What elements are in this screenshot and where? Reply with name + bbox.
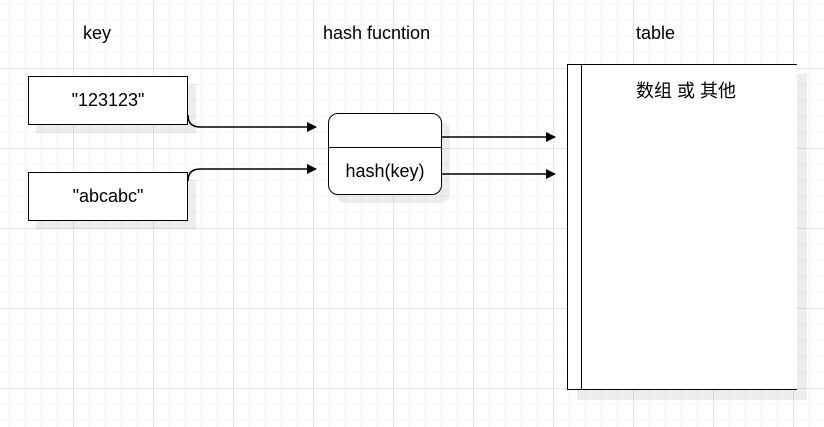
key-label: "abcabc" [72, 186, 144, 206]
hash-function-header-section [329, 114, 441, 148]
key-box-123123[interactable]: "123123" [28, 76, 188, 125]
key-label: "123123" [71, 90, 145, 110]
hash-function-body: hash(key) [345, 160, 425, 181]
edge-key2-to-hash [187, 164, 317, 182]
key-header: key [83, 23, 112, 43]
key-box-abcabc[interactable]: "abcabc" [28, 172, 188, 221]
hash-function-box[interactable]: hash(key) [328, 113, 442, 195]
table-box[interactable]: 数组 或 其他 [567, 64, 797, 390]
table-header: table [636, 23, 676, 43]
table-content: 数组 或 其他 [636, 81, 737, 101]
edge-key1-to-hash [187, 114, 317, 132]
hash-function-header: hash fucntion [323, 23, 431, 43]
table-stripe [581, 65, 582, 389]
